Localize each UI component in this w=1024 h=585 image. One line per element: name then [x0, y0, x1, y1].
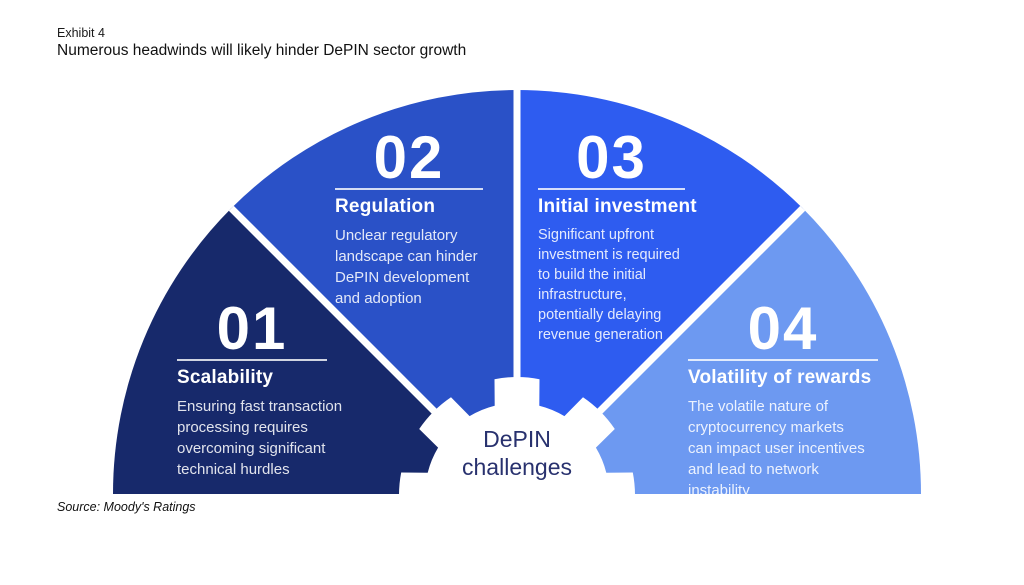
- gear-icon: [399, 377, 635, 495]
- segment-01-underline: [177, 359, 327, 361]
- segment-04-number-wrap: 04: [688, 295, 878, 362]
- segment-01-wedge: [112, 208, 517, 495]
- segment-03-description: Significant upfront investment is requir…: [538, 227, 680, 343]
- segment-02-wedge: [231, 90, 518, 494]
- segment-03-title: Initial investment: [538, 196, 697, 217]
- segment-03-number: 03: [576, 124, 647, 191]
- segment-01-number: 01: [216, 295, 288, 362]
- segment-02-number: 02: [373, 124, 445, 191]
- segment-03-block: 03 Initial investment Significant upfron…: [538, 124, 716, 345]
- segment-03-wedge: [517, 89, 803, 494]
- segment-04-block: 04 Volatility of rewards The volatile na…: [688, 295, 906, 501]
- segment-04-description: The volatile nature of cryptocurrency ma…: [688, 398, 865, 499]
- segment-01-number-wrap: 01: [177, 295, 327, 362]
- segment-03-underline: [538, 188, 685, 190]
- page-title: Numerous headwinds will likely hinder De…: [57, 42, 467, 59]
- segment-01-description: Ensuring fast transaction processing req…: [177, 398, 343, 478]
- segment-04-title: Volatility of rewards: [688, 367, 872, 388]
- segment-04-underline: [688, 359, 878, 361]
- center-gear-label: DePIN challenges: [462, 426, 572, 480]
- segment-04-wedge: [517, 208, 921, 495]
- segment-04-number: 04: [747, 295, 819, 362]
- exhibit-label: Exhibit 4: [57, 26, 105, 40]
- source-note: Source: Moody's Ratings: [57, 500, 196, 514]
- segment-02-description: Unclear regulatory landscape can hinder …: [335, 227, 478, 307]
- segment-02-title: Regulation: [335, 196, 436, 217]
- segment-02-block: 02 Regulation Unclear regulatory landsca…: [335, 124, 525, 309]
- segment-02-underline: [335, 188, 483, 190]
- segment-02-number-wrap: 02: [335, 124, 483, 191]
- segment-01-title: Scalability: [177, 367, 274, 388]
- segment-01-block: 01 Scalability Ensuring fast transaction…: [177, 295, 377, 480]
- segment-03-number-wrap: 03: [538, 124, 685, 191]
